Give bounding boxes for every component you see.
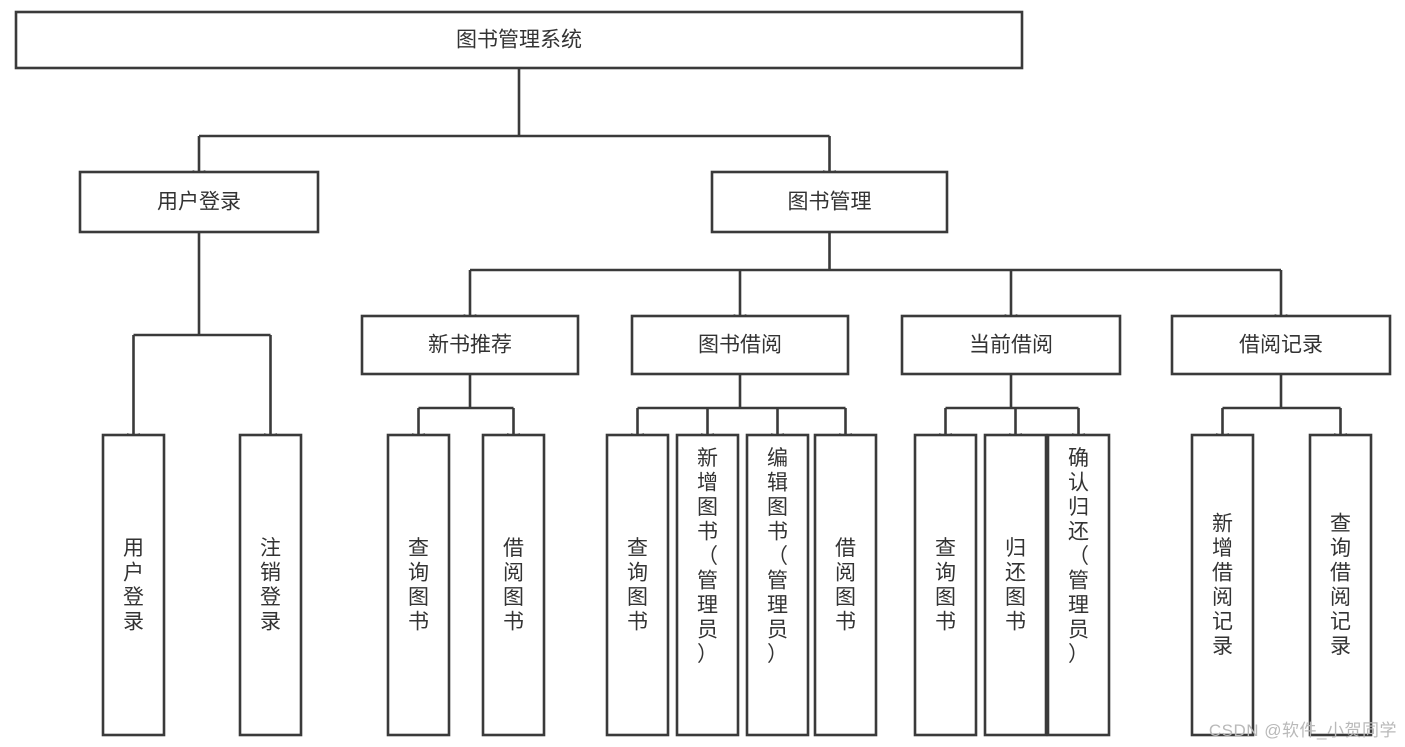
node-box-book-borrow <box>630 314 850 376</box>
node-label-new-book-recommend: 新书推荐 <box>428 334 512 357</box>
node-box-user-login-do <box>101 433 166 737</box>
node-book-manage[interactable]: 图书管理 <box>710 170 949 234</box>
node-borrow-record[interactable]: 借阅记录 <box>1170 314 1392 376</box>
node-box-nbr-query-book <box>386 433 451 737</box>
node-box-cb-query-book <box>913 433 978 737</box>
node-bb-query-book[interactable]: 查询图书 <box>605 433 670 737</box>
node-label-borrow-record: 借阅记录 <box>1239 334 1323 357</box>
node-cb-confirm-return[interactable]: 确认归还（管理员） <box>1046 433 1111 737</box>
node-user-login[interactable]: 用户登录 <box>78 170 320 234</box>
node-user-login-do[interactable]: 用户登录 <box>101 433 166 737</box>
node-label-bb-borrow-book: 借阅图书 <box>835 537 856 634</box>
node-label-book-borrow: 图书借阅 <box>698 334 782 357</box>
node-box-bb-add-book <box>675 433 740 737</box>
node-box-user-login <box>78 170 320 234</box>
node-new-book-recommend[interactable]: 新书推荐 <box>360 314 580 376</box>
node-box-borrow-record <box>1170 314 1392 376</box>
node-bb-edit-book[interactable]: 编辑图书（管理员） <box>745 433 810 737</box>
node-current-borrow[interactable]: 当前借阅 <box>900 314 1122 376</box>
node-box-root <box>14 10 1024 70</box>
node-box-current-borrow <box>900 314 1122 376</box>
node-box-book-manage <box>710 170 949 234</box>
node-label-user-login: 用户登录 <box>157 191 241 214</box>
node-label-root: 图书管理系统 <box>456 29 582 52</box>
node-box-new-book-recommend <box>360 314 580 376</box>
node-bb-borrow-book[interactable]: 借阅图书 <box>813 433 878 737</box>
node-cb-query-book[interactable]: 查询图书 <box>913 433 978 737</box>
node-label-user-logout: 注销登录 <box>260 537 281 634</box>
connector-layer <box>127 68 1347 444</box>
node-book-borrow[interactable]: 图书借阅 <box>630 314 850 376</box>
node-label-br-add-record: 新增借阅记录 <box>1212 513 1233 659</box>
node-label-nbr-borrow-book: 借阅图书 <box>503 537 524 634</box>
node-bb-add-book[interactable]: 新增图书（管理员） <box>675 433 740 737</box>
watermark-label: CSDN @软件_小贺同学 <box>1208 721 1397 740</box>
node-nbr-query-book[interactable]: 查询图书 <box>386 433 451 737</box>
node-root[interactable]: 图书管理系统 <box>14 10 1024 70</box>
node-user-logout[interactable]: 注销登录 <box>238 433 303 737</box>
node-box-cb-return-book <box>983 433 1048 737</box>
node-label-bb-edit-book: 编辑图书（管理员） <box>767 447 788 666</box>
node-label-book-manage: 图书管理 <box>788 191 872 214</box>
node-box-layer: 图书管理系统用户登录用户登录注销登录图书管理新书推荐查询图书借阅图书图书借阅查询… <box>14 10 1392 737</box>
node-label-user-login-do: 用户登录 <box>123 537 144 634</box>
node-br-query-record[interactable]: 查询借阅记录 <box>1308 433 1373 737</box>
node-label-cb-return-book: 归还图书 <box>1005 537 1026 634</box>
node-br-add-record[interactable]: 新增借阅记录 <box>1190 433 1255 737</box>
node-box-br-query-record <box>1308 433 1373 737</box>
node-nbr-borrow-book[interactable]: 借阅图书 <box>481 433 546 737</box>
node-cb-return-book[interactable]: 归还图书 <box>983 433 1048 737</box>
node-label-cb-confirm-return: 确认归还（管理员） <box>1068 447 1089 666</box>
node-box-user-logout <box>238 433 303 737</box>
node-box-cb-confirm-return <box>1046 433 1111 737</box>
node-box-br-add-record <box>1190 433 1255 737</box>
node-label-nbr-query-book: 查询图书 <box>408 537 429 634</box>
node-label-current-borrow: 当前借阅 <box>969 334 1053 357</box>
node-label-cb-query-book: 查询图书 <box>935 537 956 634</box>
node-label-br-query-record: 查询借阅记录 <box>1330 513 1351 659</box>
node-box-nbr-borrow-book <box>481 433 546 737</box>
node-label-bb-query-book: 查询图书 <box>627 537 648 634</box>
node-label-bb-add-book: 新增图书（管理员） <box>697 447 718 666</box>
node-box-bb-edit-book <box>745 433 810 737</box>
node-box-bb-borrow-book <box>813 433 878 737</box>
node-box-bb-query-book <box>605 433 670 737</box>
